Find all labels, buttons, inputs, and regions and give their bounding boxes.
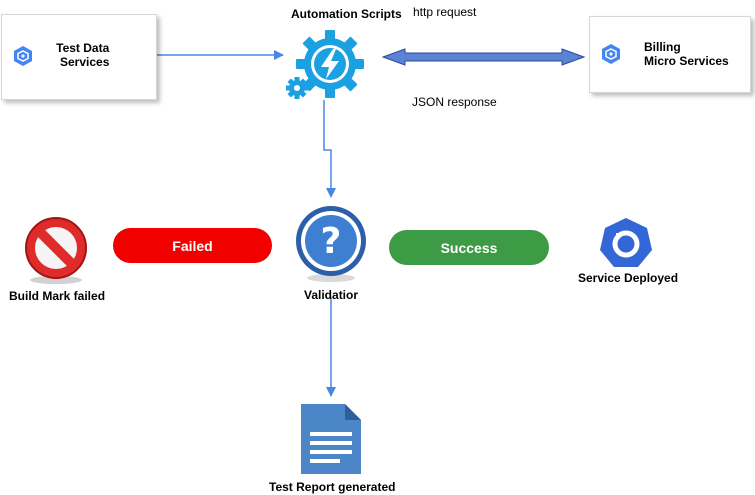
test-data-services-label: Test Data Services (56, 41, 109, 69)
failed-status-pill[interactable]: Failed (113, 228, 272, 263)
document-icon[interactable] (299, 402, 363, 476)
billing-line2: Micro Services (644, 54, 729, 68)
gear-lightning-icon[interactable] (284, 26, 366, 102)
automation-scripts-label: Automation Scripts (291, 7, 402, 21)
edge-http-json-double-arrow (381, 48, 586, 66)
deploy-refresh-icon (600, 218, 652, 267)
test-data-services-node[interactable]: Test Data Services (1, 14, 157, 100)
billing-label: Billing Micro Services (644, 40, 729, 68)
service-deployed-label: Service Deployed (578, 271, 679, 285)
gcp-hexagon-icon (602, 44, 620, 64)
svg-text:?: ? (321, 221, 342, 262)
test-data-line2: Services (60, 55, 110, 69)
edge-automation-to-validation (323, 100, 336, 198)
billing-line1: Billing (644, 40, 681, 54)
test-data-line1: Test Data (56, 41, 110, 55)
http-request-label: http request (413, 5, 477, 19)
gcp-hexagon-icon (14, 46, 32, 66)
test-report-label: Test Report generated (269, 480, 396, 494)
prohibited-icon (25, 217, 87, 284)
build-mark-failed-label: Build Mark failed (9, 289, 106, 303)
validation-label: Validatior (304, 288, 359, 302)
json-response-label: JSON response (412, 95, 497, 109)
question-mark-icon[interactable]: ? (293, 204, 369, 284)
success-status-pill[interactable]: Success (389, 230, 549, 265)
billing-micro-services-node[interactable]: Billing Micro Services (589, 16, 751, 93)
